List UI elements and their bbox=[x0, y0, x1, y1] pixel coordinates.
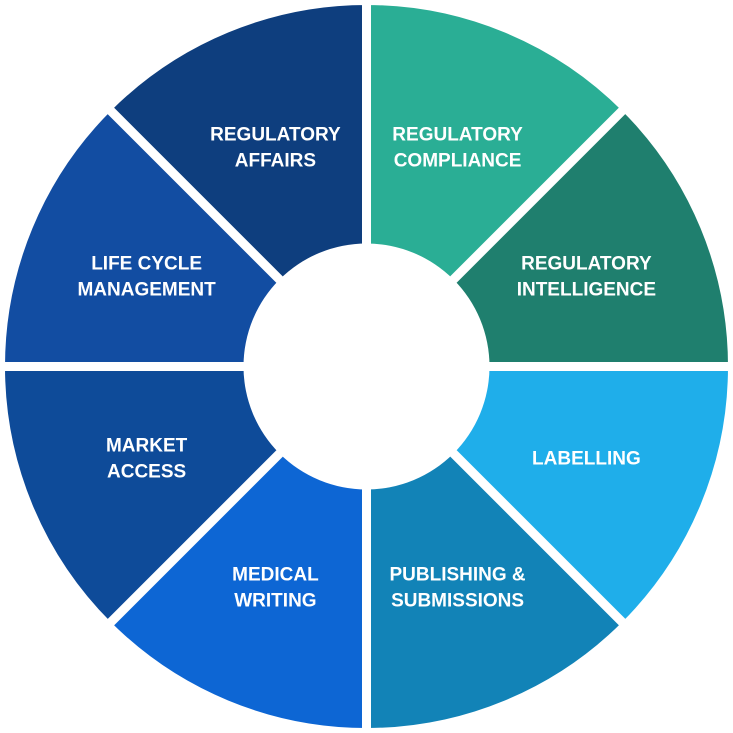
segment-label-regulatory-affairs: REGULATORY AFFAIRS bbox=[210, 125, 341, 172]
segment-label-line: MEDICAL bbox=[232, 564, 319, 585]
segment-label-publishing-submissions: PUBLISHING & SUBMISSIONS bbox=[389, 564, 525, 611]
segment-label-line: REGULATORY bbox=[521, 253, 652, 274]
segment-label-line: REGULATORY bbox=[392, 125, 523, 146]
segment-label-line: AFFAIRS bbox=[235, 151, 316, 172]
segment-label-line: COMPLIANCE bbox=[394, 151, 522, 172]
segment-label-regulatory-compliance: REGULATORY COMPLIANCE bbox=[392, 125, 523, 172]
segment-label-medical-writing: MEDICAL WRITING bbox=[232, 564, 319, 611]
segment-label-line: PUBLISHING & bbox=[389, 564, 525, 585]
segment-label-regulatory-intelligence: REGULATORY INTELLIGENCE bbox=[517, 253, 656, 300]
segment-label-line: ACCESS bbox=[107, 462, 186, 483]
segment-label-line: MANAGEMENT bbox=[77, 279, 216, 300]
center-hub bbox=[243, 243, 490, 490]
segment-label-line: INTELLIGENCE bbox=[517, 279, 656, 300]
segment-label-line: REGULATORY bbox=[210, 125, 341, 146]
segment-label-market-access: MARKET ACCESS bbox=[106, 436, 188, 483]
segment-label-line: LABELLING bbox=[532, 449, 641, 470]
segment-label-line: WRITING bbox=[234, 590, 316, 611]
segment-label-labelling: LABELLING bbox=[532, 449, 641, 470]
segment-label-line: SUBMISSIONS bbox=[391, 590, 524, 611]
segment-label-line: MARKET bbox=[106, 436, 188, 457]
segment-label-life-cycle-management: LIFE CYCLE MANAGEMENT bbox=[77, 253, 216, 300]
segment-label-line: LIFE CYCLE bbox=[91, 253, 202, 274]
labels-group: REGULATORY COMPLIANCE REGULATORY INTELLIGEN… bbox=[77, 125, 656, 612]
